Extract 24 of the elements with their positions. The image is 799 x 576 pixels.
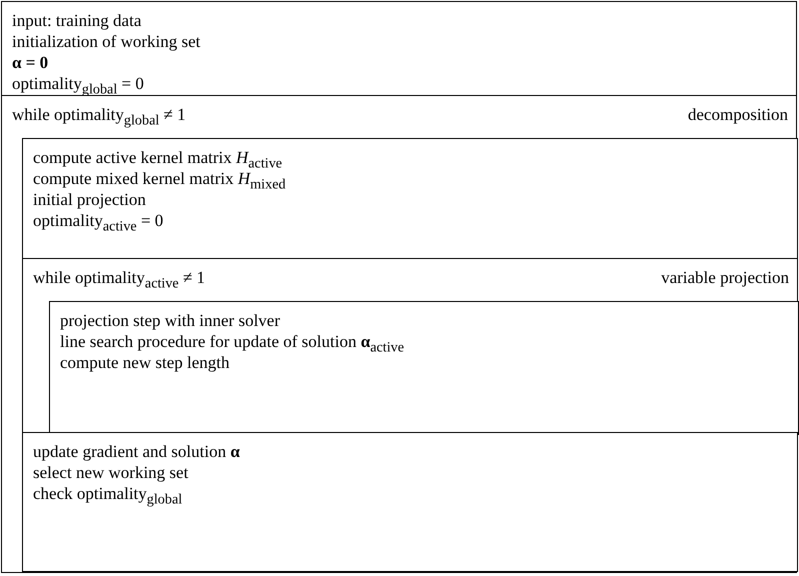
- statement-block: [49, 301, 799, 435]
- statement-text: α = 0: [12, 53, 48, 73]
- loop-label: variable projection: [661, 268, 789, 288]
- loop-condition: while optimality$_{global}$ ≠ 1: [12, 105, 186, 130]
- statement-text: compute mixed kernel matrix H$_{mixed}$: [33, 169, 286, 193]
- loop-block: [22, 258, 798, 434]
- statement-block: [1, 1, 797, 97]
- statement-text: compute active kernel matrix H$_{active}$: [33, 148, 282, 172]
- statement-text: optimality$_{global}$ = 0: [12, 74, 144, 100]
- statement-text: line search procedure for update of solution α$_{active}$: [60, 332, 404, 356]
- statement-text: projection step with inner solver: [60, 311, 280, 331]
- statement-text: compute new step length: [60, 353, 230, 373]
- statement-block: [22, 138, 798, 260]
- statement-text: check optimality$_{global}$: [33, 484, 182, 510]
- loop-label: decomposition: [688, 105, 788, 125]
- statement-text: optimality$_{active}$ = 0: [33, 211, 164, 236]
- loop-condition: while optimality$_{active}$ ≠ 1: [33, 268, 206, 294]
- statement-text: initialization of working set: [12, 32, 200, 52]
- statement-block: [22, 432, 798, 572]
- statement-text: update gradient and solution α: [33, 442, 240, 462]
- statement-text: initial projection: [33, 190, 146, 210]
- loop-block: [1, 95, 797, 573]
- statement-text: input: training data: [12, 11, 142, 31]
- statement-text: select new working set: [33, 463, 188, 483]
